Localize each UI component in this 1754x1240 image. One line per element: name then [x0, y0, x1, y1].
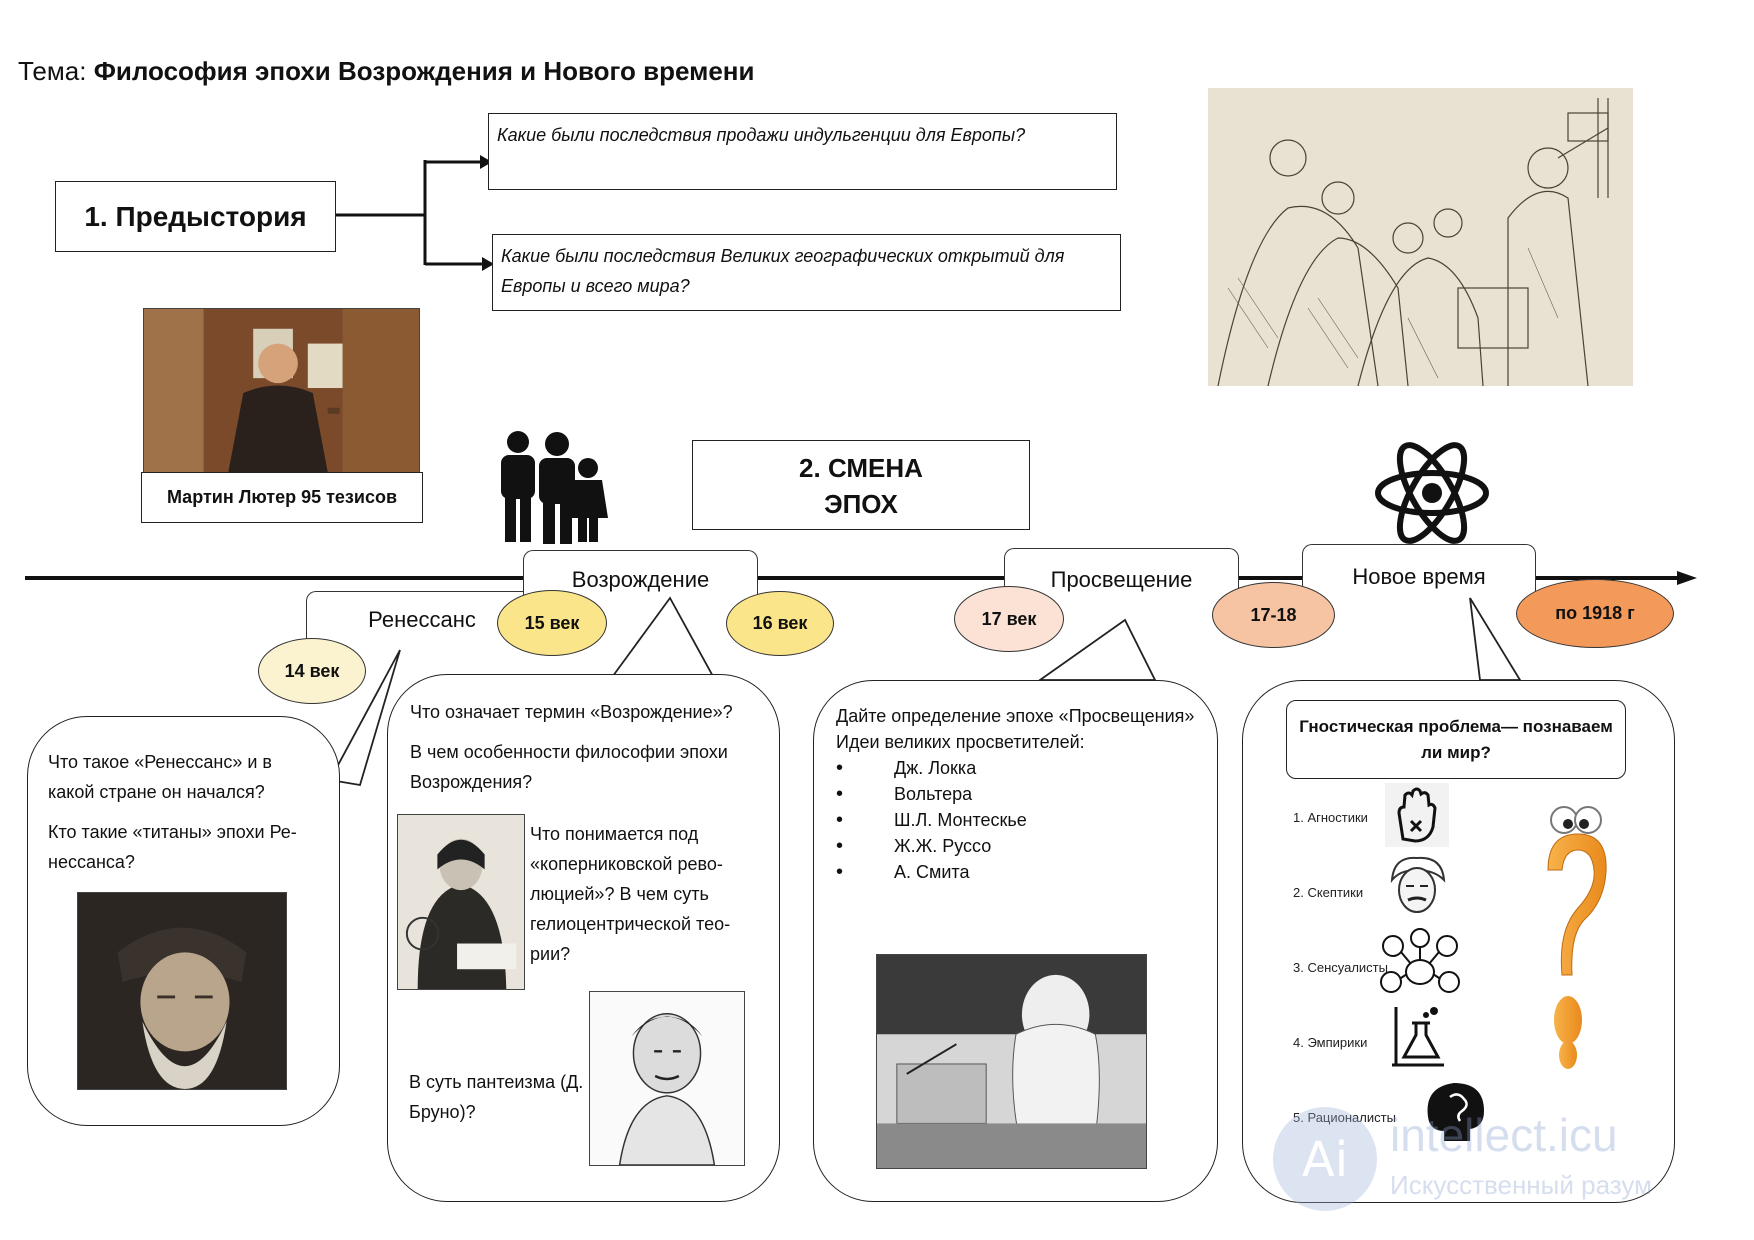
thinker-item: Ж.Ж. Руссо — [836, 833, 1201, 859]
renaissance-question-1: Что такое «Ренессанс» и в какой стране о… — [48, 752, 272, 802]
family-icon — [501, 431, 608, 544]
date-17-label: 17 век — [981, 608, 1037, 629]
bruno-portrait — [589, 991, 745, 1166]
renaissance-question-2: Кто такие «титаны» эпохи Ре-нессанса? — [48, 822, 297, 872]
era-modern-label: Новое время — [1352, 563, 1486, 589]
einstein-icon — [1390, 856, 1446, 913]
era-enlightenment: Просвещение — [1004, 548, 1239, 610]
prehistory-box: 1. Предыстория — [55, 181, 336, 252]
rationalists-label: 5. Рационалисты — [1293, 1110, 1396, 1125]
revival-question-2: В чем особенности философии эпохи Возрож… — [410, 742, 728, 792]
date-16-label: 16 век — [752, 613, 808, 633]
era-revival-label: Возрождение — [571, 566, 710, 592]
question-mark-icon — [1547, 806, 1607, 1069]
epochs-change-box: 2. СМЕНА ЭПОХ — [692, 440, 1030, 530]
thinker-item: Дж. Локка — [836, 755, 1201, 781]
topic-prefix: Тема: — [18, 56, 87, 86]
date-16: 16 век — [726, 591, 834, 656]
date-15: 15 век — [497, 590, 607, 656]
page-title: Тема: Философия эпохи Возрождения и Ново… — [18, 56, 755, 87]
date-14-label: 14 век — [284, 660, 340, 681]
question-discoveries: Какие были последствия Великих географич… — [492, 234, 1121, 311]
reformation-engraving — [1208, 88, 1633, 386]
agnostics-label: 1. Агностики — [1293, 810, 1368, 825]
revival-question-1: Что означает термин «Возрождение»? — [410, 702, 733, 722]
prehistory-label: 1. Предыстория — [84, 200, 307, 232]
prehistory-connector — [336, 155, 494, 271]
gnostic-problem-text: Гностическая проблема— познаваем ли мир? — [1299, 716, 1613, 762]
revival-question-4: В суть пантеизма (Д. Бруно)? — [409, 1072, 584, 1122]
skeptics-label: 2. Скептики — [1293, 885, 1364, 900]
date-17-18: 17-18 — [1212, 582, 1335, 648]
date-15-label: 15 век — [524, 612, 580, 633]
date-1918-label: по 1918 г — [1555, 603, 1635, 623]
hand-icon — [1385, 783, 1449, 847]
luther-caption-text: Мартин Лютер 95 тезисов — [166, 487, 398, 507]
thinker-item: Ш.Л. Монтескье — [836, 807, 1201, 833]
era-renaissance-label: Ренессанс — [368, 606, 476, 632]
era-modern: Новое время — [1302, 544, 1536, 608]
thinker-item: А. Смита — [836, 859, 1201, 885]
enlightenment-subtitle: Идеи великих просветителей: — [836, 732, 1085, 752]
enlightenment-intro: Дайте определение эпохе «Просвещения» — [836, 706, 1195, 726]
brain-icon — [1427, 1083, 1484, 1141]
lab-icon — [1392, 1007, 1444, 1067]
sensualists-label: 3. Сенсуалисты — [1293, 960, 1388, 975]
date-14: 14 век — [258, 638, 366, 704]
senses-icon — [1380, 928, 1460, 993]
luther-image — [143, 308, 420, 473]
date-17: 17 век — [954, 586, 1064, 652]
question-indulgence: Какие были последствия продажи индульген… — [488, 113, 1117, 190]
empiricists-label: 4. Эмпирики — [1293, 1035, 1368, 1050]
thinkers-list: Дж. Локка Вольтера Ш.Л. Монтескье Ж.Ж. Р… — [836, 755, 1201, 885]
revival-question-3: Что понимается под «коперниковской рево-… — [530, 824, 731, 964]
luther-caption: Мартин Лютер 95 тезисов — [141, 472, 423, 523]
voltaire-engraving — [876, 954, 1147, 1169]
gnostic-problem-title: Гностическая проблема— познаваем ли мир? — [1286, 700, 1626, 779]
thinker-item: Вольтера — [836, 781, 1201, 807]
era-enlightenment-label: Просвещение — [1050, 566, 1193, 592]
epochs-change-line2: ЭПОХ — [824, 489, 898, 519]
atom-icon — [1375, 442, 1489, 544]
question-discoveries-text: Какие были последствия Великих географич… — [501, 246, 1065, 296]
question-indulgence-text: Какие были последствия продажи индульген… — [497, 125, 1026, 145]
epochs-change-line1: 2. СМЕНА — [799, 453, 923, 483]
topic-title: Философия эпохи Возрождения и Нового вре… — [93, 56, 755, 86]
copernicus-portrait — [397, 814, 525, 990]
leonardo-portrait — [77, 892, 287, 1090]
date-1918: по 1918 г — [1516, 579, 1674, 648]
date-17-18-label: 17-18 — [1250, 604, 1297, 625]
